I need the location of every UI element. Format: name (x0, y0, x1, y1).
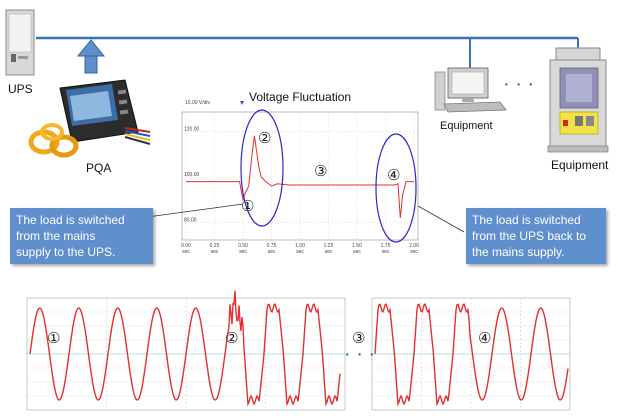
marker-2-top: ② (258, 129, 271, 147)
x-tick-unit: sec (182, 249, 190, 255)
power-bus-line (36, 38, 578, 68)
y-tick-label: 80.00 (184, 218, 197, 224)
industrial-machine-icon (548, 48, 608, 152)
callout-right-line-1: The load is switched (472, 212, 600, 228)
callout-left-line-2: from the mains (16, 228, 147, 244)
marker-1-top: ① (241, 197, 254, 215)
callout-right-line-3: the mains supply. (472, 244, 600, 260)
x-tick-unit: sec (382, 249, 390, 255)
x-tick-unit: sec (211, 249, 219, 255)
callout-left-line-1: The load is switched (16, 212, 147, 228)
pqa-analyzer-icon (60, 80, 138, 142)
x-tick-unit: sec (325, 249, 333, 255)
marker-1-bottom: ① (47, 329, 60, 347)
waveform-panel-right (372, 298, 570, 410)
ellipsis-top: · · · (503, 73, 534, 95)
marker-2-bottom: ② (225, 329, 238, 347)
x-tick-unit: sec (353, 249, 361, 255)
marker-3-bottom: ③ (352, 329, 365, 347)
trigger-marker-icon (240, 101, 244, 105)
waveform-panel-left (27, 291, 345, 410)
scale-label: 10.00 V/div (185, 100, 211, 106)
x-tick-unit: sec (239, 249, 247, 255)
y-tick-label: 100.00 (184, 172, 200, 178)
equipment-label-2: Equipment (551, 158, 608, 172)
x-tick-unit: sec (296, 249, 304, 255)
marker-3-top: ③ (314, 162, 327, 180)
callout-right-line-2: from the UPS back to (472, 228, 600, 244)
callout-right-pointer (418, 206, 464, 232)
ups-cabinet-icon (6, 10, 34, 75)
callout-right: The load is switched from the UPS back t… (466, 208, 606, 264)
marker-4-top: ④ (387, 166, 400, 184)
x-tick-unit: sec (410, 249, 418, 255)
y-tick-label: 120.00 (184, 126, 200, 132)
callout-left: The load is switched from the mains supp… (10, 208, 153, 264)
marker-4-bottom: ④ (478, 329, 491, 347)
voltage-chart: 120.00 100.00 80.00 0.00sec0.25sec0.50sec0… (181, 100, 419, 255)
callout-left-line-3: supply to the UPS. (16, 244, 147, 260)
x-tick-unit: sec (268, 249, 276, 255)
up-arrow-icon (78, 40, 104, 73)
chart-title: Voltage Fluctuation (249, 90, 351, 104)
ups-label: UPS (8, 82, 33, 96)
desktop-computer-icon (435, 68, 506, 112)
voltage-chart-x-ticks: 0.00sec0.25sec0.50sec0.75sec1.00sec1.25s… (181, 243, 419, 255)
pqa-label: PQA (86, 161, 111, 175)
equipment-label-1: Equipment (440, 120, 493, 132)
